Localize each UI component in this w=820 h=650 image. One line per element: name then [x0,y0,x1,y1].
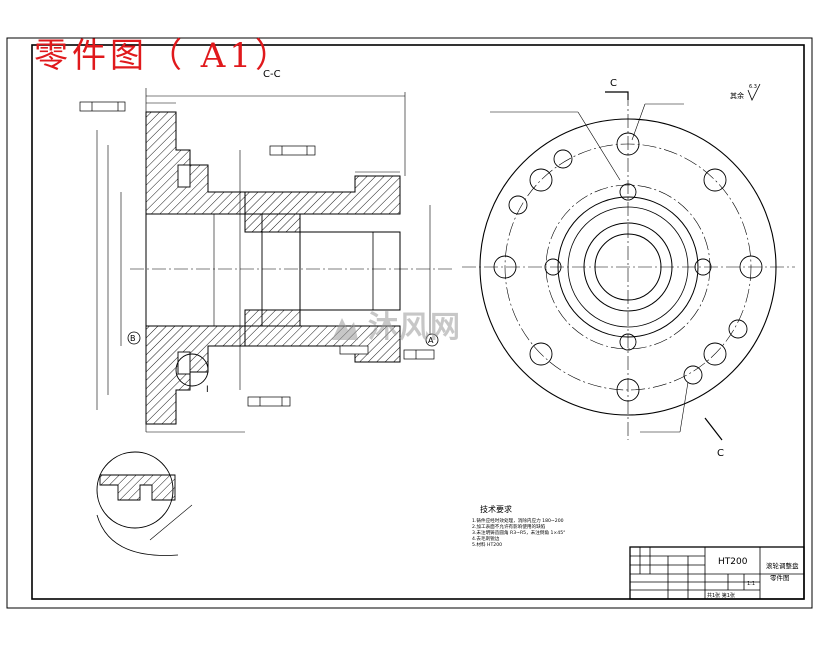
detail-view [96,451,193,556]
roughness-symbol [747,83,761,101]
end-counterbore [372,231,401,311]
title-block-material: HT200 [718,557,748,567]
watermark: 沐风网 [328,302,461,346]
outer-border [6,37,813,609]
tech-req-line-1: 1.铸件应经时效处理，消除内应力 180~200 [472,517,564,524]
section-view: C-C I [79,69,455,433]
cut-mark-top: C [610,78,617,89]
title-block-scale: 1:1 [747,581,755,587]
tech-req-line-5: 5.材料 HT200 [472,541,502,548]
technical-requirements: 技术要求 1.铸件应经时效处理，消除内应力 180~200 2.加工表面不允许有… [472,504,565,548]
tolerance-frames [79,101,435,407]
cut-mark-bottom: C [717,448,724,459]
tech-req-line-3: 3.未注明铸造圆角 R3~R5，未注倒角 1×45° [472,529,565,536]
dimension-lines [96,88,431,433]
datum-b-circle [127,331,141,345]
hub-section-upper [244,175,401,233]
datum-b-label: B [130,334,136,343]
roughness-note: 其余 [730,91,744,100]
title-block-part-name-1: 滚轮调整盘 [766,561,799,570]
detail-view-leader [149,504,193,541]
flange-section-lower [145,325,246,425]
tech-req-title: 技术要求 [480,504,512,514]
bolt-hole-lower [177,351,191,375]
tech-req-line-2: 2.加工表面不允许有影响使用的缺陷 [472,523,546,530]
tech-req-line-4: 4.去毛刺锐边 [472,535,500,542]
bolt-hole-upper [177,164,191,188]
cutting-plane-bottom [704,417,723,441]
watermark-text: 沐风网 [368,310,461,345]
datum-a-label: A [428,336,434,345]
end-view [462,91,795,441]
end-view-leaders [490,103,689,433]
detail-circle [175,353,209,387]
section-label: C-C [263,69,281,80]
watermark-logo-icon [332,317,358,340]
datum-a-circle [425,333,439,347]
flange-section-upper [145,111,246,215]
cutting-plane-top [605,91,629,100]
drawing-heading: 零件图（ A1） [34,36,293,76]
detail-label: I [206,385,209,395]
detail-view-section [99,474,176,501]
center-bore [299,231,401,311]
title-block-sheet: 共1张 第1张 [707,592,735,599]
drawing-frame [31,44,805,600]
title-block-part-name-2: 零件图 [770,573,790,582]
detail-view-sweep [96,514,179,556]
roughness-value: 6.3 [749,84,757,90]
title-block [629,546,805,600]
